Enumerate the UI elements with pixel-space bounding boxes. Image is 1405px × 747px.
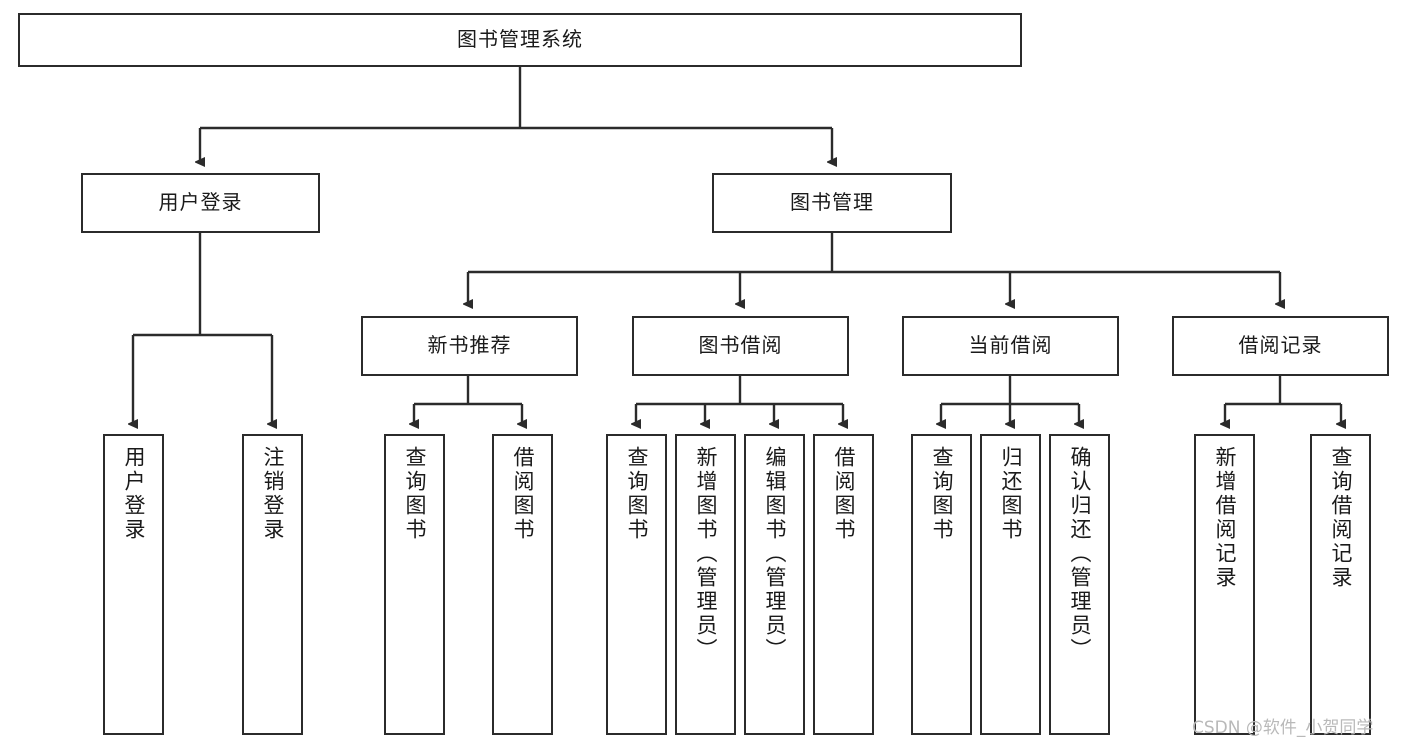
node-new-book-recommend-label: 新书推荐: [427, 333, 512, 358]
leaf-logout-login-label: 注销登录: [261, 446, 285, 542]
leaf-query-borrow-record[interactable]: 查询借阅记录: [1310, 434, 1371, 735]
leaf-add-book-admin-label: 新增图书（管理员）: [694, 446, 718, 662]
node-root-label: 图书管理系统: [457, 27, 583, 52]
leaf-add-borrow-record[interactable]: 新增借阅记录: [1194, 434, 1255, 735]
leaf-query-book-1-label: 查询图书: [403, 446, 427, 542]
leaf-add-borrow-record-label: 新增借阅记录: [1213, 446, 1237, 590]
leaf-borrow-book-2[interactable]: 借阅图书: [813, 434, 874, 735]
leaf-query-borrow-record-label: 查询借阅记录: [1329, 446, 1353, 590]
leaf-query-book-3-label: 查询图书: [930, 446, 954, 542]
node-book-borrow-label: 图书借阅: [698, 333, 783, 358]
node-book-manage[interactable]: 图书管理: [712, 173, 952, 233]
leaf-return-book[interactable]: 归还图书: [980, 434, 1041, 735]
node-root[interactable]: 图书管理系统: [18, 13, 1022, 67]
leaf-query-book-1[interactable]: 查询图书: [384, 434, 445, 735]
leaf-query-book-2[interactable]: 查询图书: [606, 434, 667, 735]
node-user-login-label: 用户登录: [158, 190, 243, 215]
node-borrow-record-label: 借阅记录: [1238, 333, 1323, 358]
node-new-book-recommend[interactable]: 新书推荐: [361, 316, 578, 376]
leaf-confirm-return-admin-label: 确认归还（管理员）: [1068, 446, 1092, 662]
leaf-borrow-book-1[interactable]: 借阅图书: [492, 434, 553, 735]
leaf-add-book-admin[interactable]: 新增图书（管理员）: [675, 434, 736, 735]
node-book-borrow[interactable]: 图书借阅: [632, 316, 849, 376]
leaf-confirm-return-admin[interactable]: 确认归还（管理员）: [1049, 434, 1110, 735]
leaf-edit-book-admin-label: 编辑图书（管理员）: [763, 446, 787, 662]
leaf-user-login-label: 用户登录: [122, 446, 146, 542]
node-book-manage-label: 图书管理: [790, 190, 874, 215]
node-current-borrow[interactable]: 当前借阅: [902, 316, 1119, 376]
leaf-return-book-label: 归还图书: [999, 446, 1023, 542]
node-user-login[interactable]: 用户登录: [81, 173, 320, 233]
leaf-user-login[interactable]: 用户登录: [103, 434, 164, 735]
node-current-borrow-label: 当前借阅: [968, 333, 1053, 358]
leaf-query-book-3[interactable]: 查询图书: [911, 434, 972, 735]
leaf-edit-book-admin[interactable]: 编辑图书（管理员）: [744, 434, 805, 735]
leaf-query-book-2-label: 查询图书: [625, 446, 649, 542]
leaf-logout-login[interactable]: 注销登录: [242, 434, 303, 735]
leaf-borrow-book-1-label: 借阅图书: [511, 446, 535, 542]
node-borrow-record[interactable]: 借阅记录: [1172, 316, 1389, 376]
leaf-borrow-book-2-label: 借阅图书: [832, 446, 856, 542]
